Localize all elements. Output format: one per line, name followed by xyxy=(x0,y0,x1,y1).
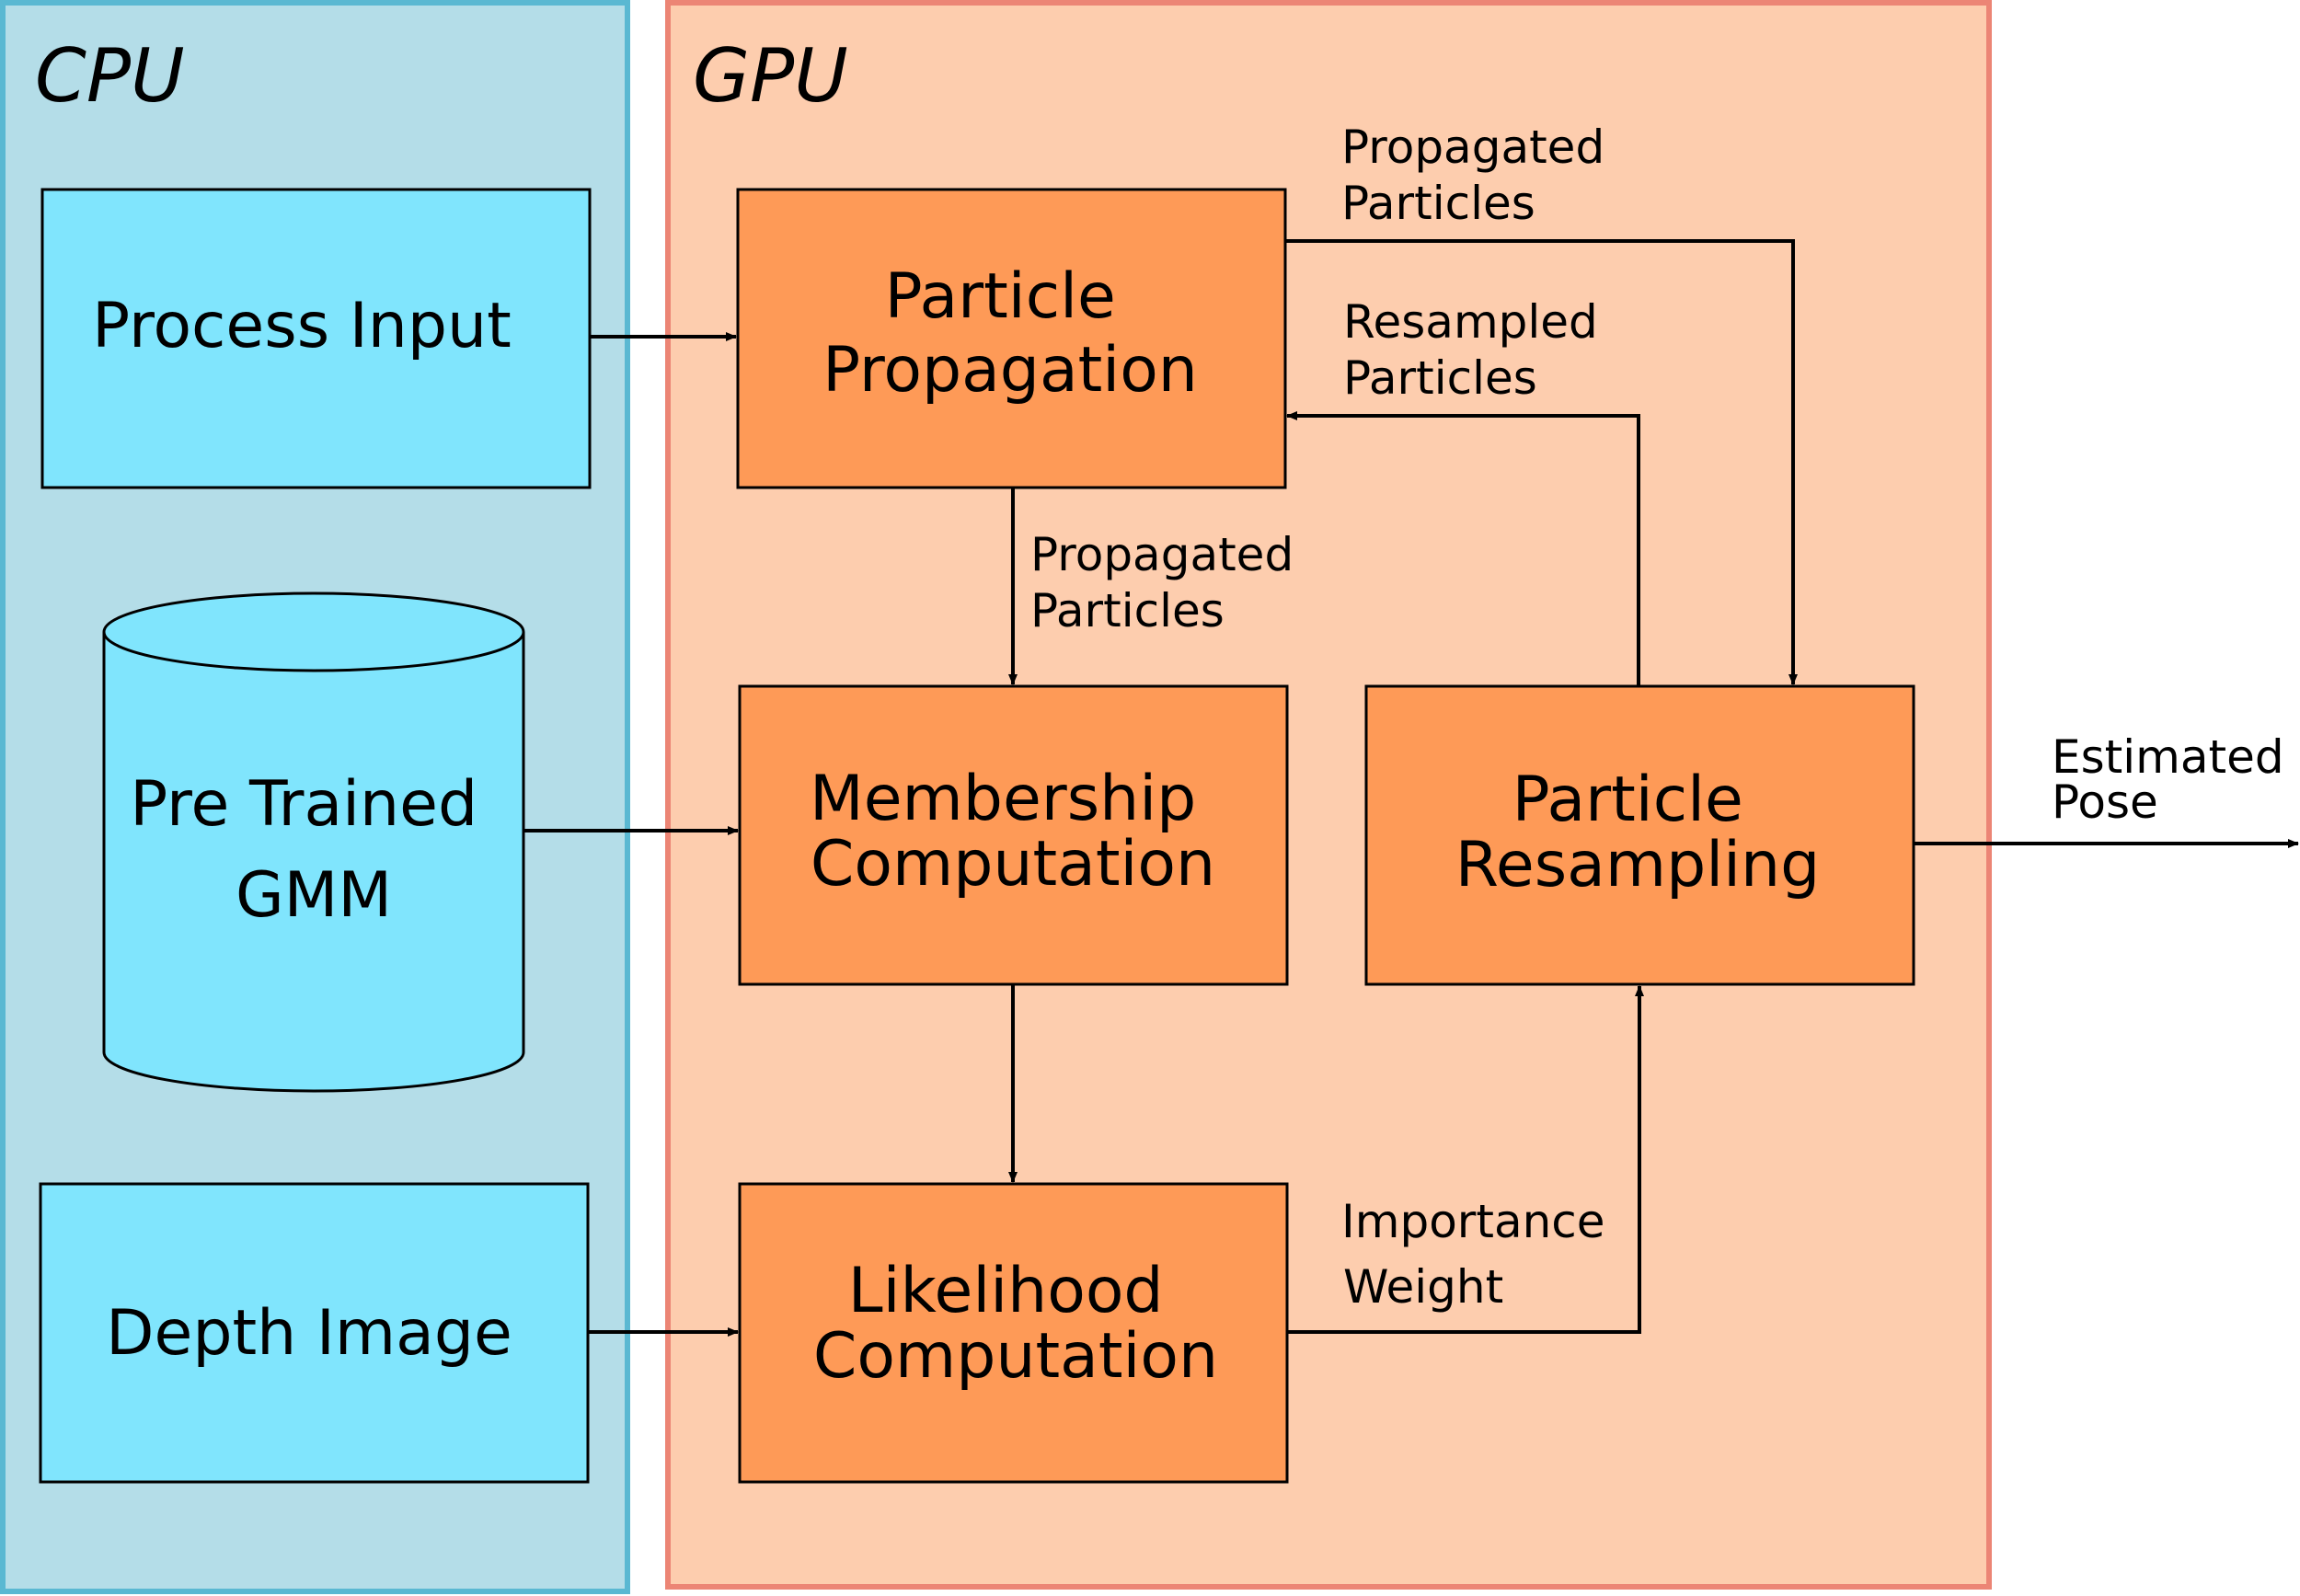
edge-propagation-to-resampling xyxy=(1285,239,1798,685)
pretrained-gmm-label: Pre Trained GMM xyxy=(130,768,498,932)
edge-label-resampling-to-output-line-1: Estimated xyxy=(2052,730,2284,784)
process-input-label: Process Input xyxy=(92,290,512,362)
process-input-label-line-1: Process Input xyxy=(92,290,512,362)
particle-resampling-label: Particle Resampling xyxy=(1455,764,1821,901)
likelihood-computation-label-line-2: Computation xyxy=(813,1320,1218,1393)
edge-likelihood-to-resampling xyxy=(1287,985,1644,1334)
edge-label-likelihood-to-resampling-line-1: Importance xyxy=(1341,1195,1605,1248)
particle-resampling-node: Particle Resampling xyxy=(1364,684,1915,986)
membership-computation-label: Membership Computation xyxy=(810,763,1216,901)
edge-label-likelihood-to-resampling-line-2: Weight xyxy=(1343,1260,1503,1314)
particle-propagation-label-line-1: Particle xyxy=(885,260,1116,333)
edge-label-propagation-to-membership: Propagated Particles xyxy=(1030,528,1308,637)
depth-image-label-line-1: Depth Image xyxy=(106,1297,512,1370)
membership-computation-node: Membership Computation xyxy=(738,684,1289,986)
cpu-region-title: CPU xyxy=(35,33,185,119)
depth-image-box xyxy=(39,1182,590,1484)
edge-label-resampling-to-propagation-line-2: Particles xyxy=(1343,351,1537,405)
edge-label-resampling-to-output-line-2: Pose xyxy=(2052,775,2158,829)
edge-label-propagation-to-resampling-line-1: Propagated xyxy=(1341,121,1604,174)
pretrained-gmm-label-line-1: Pre Trained xyxy=(130,768,477,841)
likelihood-computation-box xyxy=(738,1182,1289,1484)
likelihood-computation-label-line-1: Likelihood xyxy=(848,1255,1164,1327)
membership-computation-label-line-2: Computation xyxy=(811,828,1215,901)
depth-image-label: Depth Image xyxy=(106,1297,512,1370)
edge-label-propagation-to-resampling-line-2: Particles xyxy=(1341,177,1535,230)
edge-label-resampling-to-propagation: Resampled Particles xyxy=(1343,295,1613,405)
edge-label-propagation-to-membership-line-1: Propagated xyxy=(1030,528,1294,581)
particle-propagation-node: Particle Propagation xyxy=(736,188,1287,489)
edge-label-resampling-to-propagation-line-1: Resampled xyxy=(1343,295,1598,349)
process-input-box xyxy=(40,188,592,489)
particle-resampling-box xyxy=(1364,684,1915,986)
edge-label-likelihood-to-resampling: Importance Weight xyxy=(1341,1195,1619,1314)
edges xyxy=(523,239,2299,1337)
particle-propagation-label-line-2: Propagation xyxy=(822,334,1198,407)
likelihood-computation-label: Likelihood Computation xyxy=(813,1255,1218,1393)
particle-resampling-label-line-1: Particle xyxy=(1512,764,1743,836)
pretrained-gmm-cylinder-body xyxy=(102,632,525,1093)
pretrained-gmm-node: Pre Trained GMM xyxy=(102,591,525,1093)
process-input-node: Process Input xyxy=(40,188,592,489)
edge-label-propagation-to-membership-line-2: Particles xyxy=(1030,584,1225,637)
edge-label-propagation-to-resampling: Propagated Particles xyxy=(1341,121,1619,230)
membership-computation-label-line-1: Membership xyxy=(810,763,1196,835)
depth-image-node: Depth Image xyxy=(39,1182,590,1484)
pretrained-gmm-label-line-2: GMM xyxy=(236,859,392,932)
edge-resampling-to-propagation xyxy=(1286,411,1640,686)
likelihood-computation-node: Likelihood Computation xyxy=(738,1182,1289,1484)
membership-computation-box xyxy=(738,684,1289,986)
particle-propagation-label: Particle Propagation xyxy=(822,260,1198,407)
edge-label-resampling-to-output: Estimated Pose xyxy=(2052,730,2299,829)
gpu-region-title: GPU xyxy=(693,33,848,119)
pretrained-gmm-cylinder-top xyxy=(102,591,525,672)
particle-propagation-box xyxy=(736,188,1287,489)
particle-resampling-label-line-2: Resampling xyxy=(1455,829,1821,901)
